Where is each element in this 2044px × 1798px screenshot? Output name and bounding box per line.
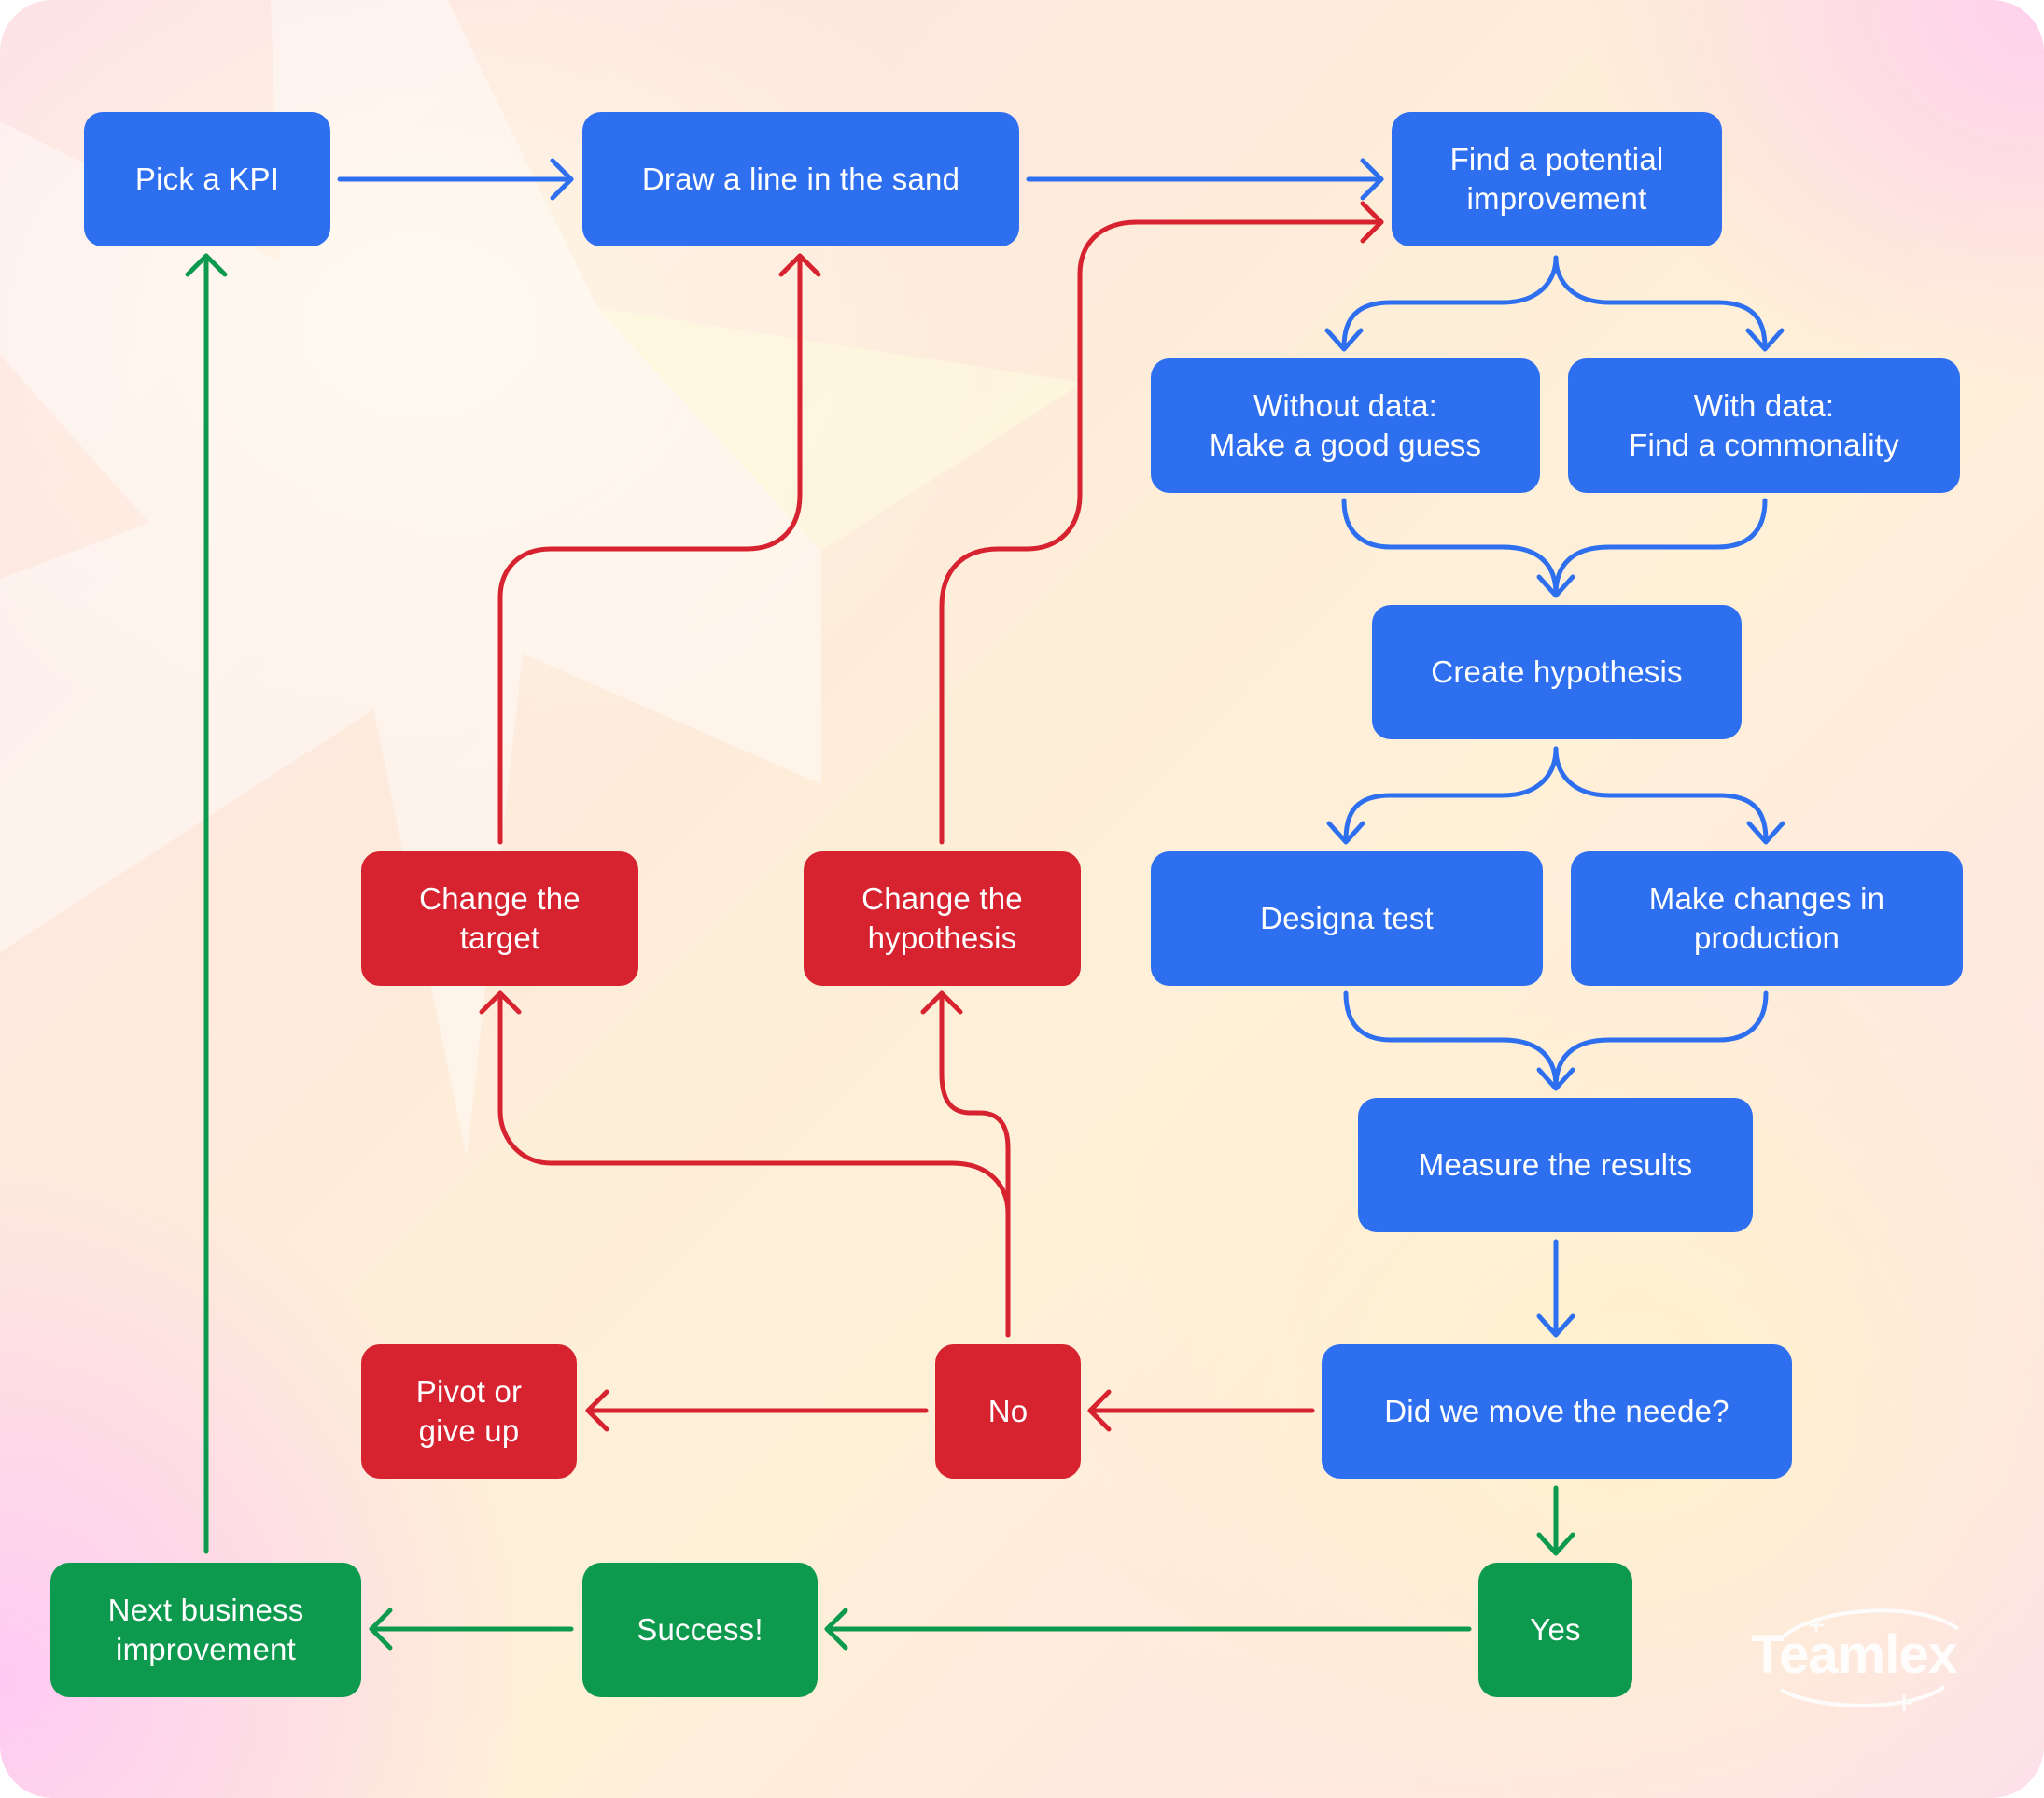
node-change-target: Change the target	[361, 851, 638, 986]
node-with-data: With data: Find a commonality	[1568, 358, 1960, 493]
arrow-no-to-hypothesis	[939, 990, 1011, 1338]
node-make-changes: Make changes in production	[1571, 851, 1963, 986]
node-without-data: Without data: Make a good guess	[1151, 358, 1540, 493]
arrow-find-split	[1341, 255, 1559, 350]
arrow-target-to-line	[497, 253, 803, 845]
arrow-merge-hypothesis	[1341, 498, 1559, 597]
node-did-we-move: Did we move the neede?	[1322, 1344, 1792, 1479]
arrow-no-to-target	[497, 990, 1011, 1338]
blue-connectors	[337, 158, 1785, 1338]
node-measure-results: Measure the results	[1358, 1098, 1753, 1232]
node-success: Success!	[582, 1563, 818, 1697]
node-change-hypothesis: Change the hypothesis	[804, 851, 1081, 986]
node-pivot: Pivot or give up	[361, 1344, 577, 1479]
node-create-hypothesis: Create hypothesis	[1372, 605, 1742, 739]
green-connectors	[185, 253, 1575, 1651]
node-yes: Yes	[1478, 1563, 1632, 1697]
node-no: No	[935, 1344, 1081, 1479]
teamlex-logo: Teamlex	[1743, 1601, 1986, 1713]
arrow-hypothesis-to-find	[939, 219, 1384, 845]
node-design-test: Designa test	[1151, 851, 1543, 986]
node-next-improvement: Next business improvement	[50, 1563, 361, 1697]
arrow-hypothesis-split	[1343, 746, 1559, 843]
node-pick-kpi: Pick a KPI	[84, 112, 330, 246]
logo-text: Teamlex	[1751, 1624, 1958, 1685]
arrow-merge-measure	[1343, 990, 1559, 1089]
red-connectors	[479, 201, 1384, 1432]
node-draw-line: Draw a line in the sand	[582, 112, 1019, 246]
node-find-improvement: Find a potential improvement	[1392, 112, 1722, 246]
